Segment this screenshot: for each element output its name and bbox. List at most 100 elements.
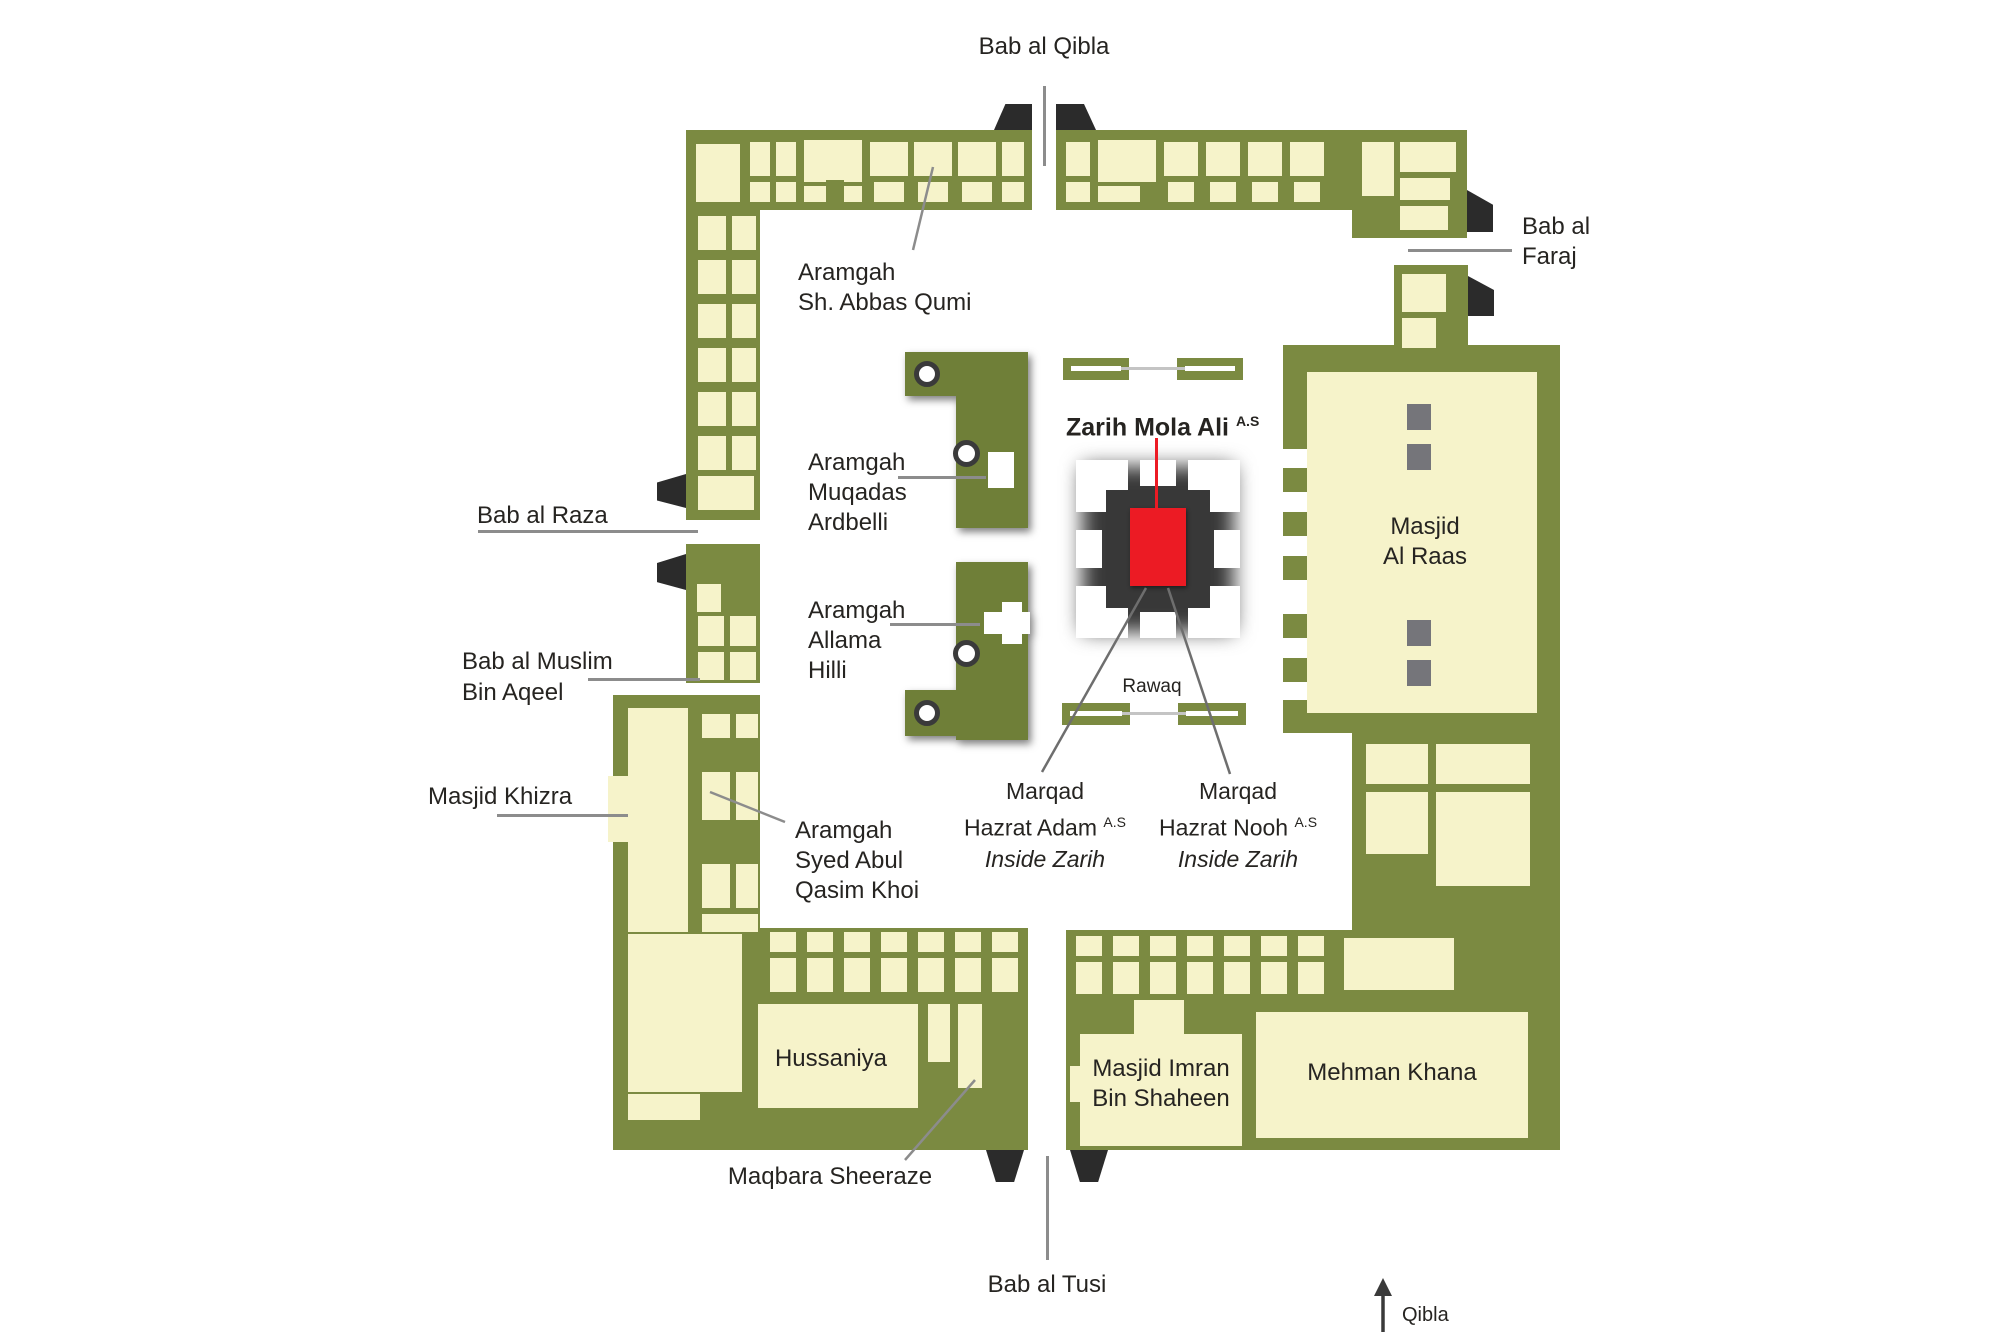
label-line: Hazrat Nooh A.S [1158,814,1318,841]
raas-wall-right [1537,345,1560,733]
room [1366,744,1428,784]
label-line: Masjid [1390,513,1460,540]
room [698,392,726,426]
room [736,772,758,820]
colonnade-bay [918,932,944,952]
room [702,772,730,820]
gate-marker-tusi-west [986,1150,1024,1182]
column-pillar [1407,620,1431,646]
dome-marker [953,640,980,667]
room [732,216,756,250]
colonnade-bay [770,932,796,952]
colonnade-bay [955,958,981,992]
room [914,142,952,176]
room [1098,140,1156,182]
screen-rail [1070,711,1122,716]
zarih-pier [1140,612,1176,638]
tomb-notch [988,452,1014,488]
zarih-corner [1210,460,1240,512]
label-line: Bab al Muslim [462,648,613,675]
room [702,914,758,932]
zarih-tomb [1130,508,1186,586]
label-line: Hazrat Adam A.S [964,814,1126,841]
room [1002,142,1024,176]
colonnade-bay [955,932,981,952]
gate-marker-qibla-west [994,104,1032,130]
label-line: Inside Zarih [1177,845,1299,872]
pointer-line-tusi [1046,1156,1049,1260]
room [1436,792,1530,886]
tomb-notch [1002,602,1022,644]
screen-rail [1185,366,1235,371]
label-line: Allama [808,627,882,654]
label-mehman-khana: Mehman Khana [1307,1059,1477,1086]
label-line: Marqad [1199,778,1277,804]
label-line: Faraj [1522,243,1577,270]
zarih-pier [1214,530,1240,568]
room [1436,744,1530,784]
room [1402,318,1436,348]
gate-marker-raza [657,474,686,508]
gate-marker-qibla-east [1056,104,1096,130]
label-masjid-al-raas: Masjid Al Raas [1325,512,1525,572]
raas-wall-top [1283,345,1557,373]
room [1206,142,1240,176]
masjid-imran-hall [1080,1034,1242,1146]
room [962,182,992,202]
dome-marker [914,361,940,387]
label-aramgah-abbas-qumi: Aramgah Sh. Abbas Qumi [798,258,971,318]
label-line: Ardbelli [808,509,889,536]
colonnade-bay [807,932,833,952]
masjid-khizra-hall [628,934,742,1092]
label-line: Aramgah [798,259,896,286]
label-marqad-nooh: Marqad Hazrat Nooh A.S Inside Zarih [1148,776,1328,875]
room [958,142,996,176]
room [1168,182,1194,202]
room [697,584,721,612]
room [698,436,726,470]
room [1400,142,1456,172]
gate-marker-tusi-east [1070,1150,1108,1182]
colonnade-bay [1224,962,1250,994]
room [1070,1066,1082,1102]
room [730,652,756,680]
colonnade-bay [1113,936,1139,956]
colonnade-bay [1113,962,1139,994]
room [1400,178,1450,200]
label-aramgah-ardbelli: Aramgah Muqadas Ardbelli [808,448,907,538]
rawaq-pier [1283,556,1307,580]
colonnade-bay [1150,936,1176,956]
pointer-line-ardbelli [898,476,986,479]
label-line: Muqadas [808,479,907,506]
pointer-line-muslim [588,678,700,681]
room [698,216,726,250]
room [732,260,756,294]
room [732,436,756,470]
label-line: Bin Aqeel [462,679,564,706]
room [732,348,756,382]
hussaniya-hall [758,1004,918,1108]
pointer-line-khizra [497,814,628,817]
room [750,182,770,202]
room [1294,182,1320,202]
colonnade-bay [918,958,944,992]
zarih-corner [1210,586,1240,638]
screen-rail [1071,366,1121,371]
room [736,864,758,908]
colonnade-bay [770,958,796,992]
maqbara-sheeraze-room [958,1004,982,1088]
gate-marker-muslim [657,554,686,590]
raas-wall-bottom [1283,713,1560,733]
room [1400,206,1448,230]
label-maqbara-sheeraze: Maqbara Sheeraze [727,1163,933,1190]
rawaq-pier [1283,512,1307,536]
colonnade-bay [844,932,870,952]
khizra-entrance-opening [608,776,634,842]
label-line: Aramgah [808,597,906,624]
label-line: Hilli [808,657,847,684]
colonnade-bay [881,958,907,992]
room [736,714,758,738]
label-zarih-mola-ali: Zarih Mola Ali A.S [1066,406,1259,442]
colonnade-bay [1298,936,1324,956]
